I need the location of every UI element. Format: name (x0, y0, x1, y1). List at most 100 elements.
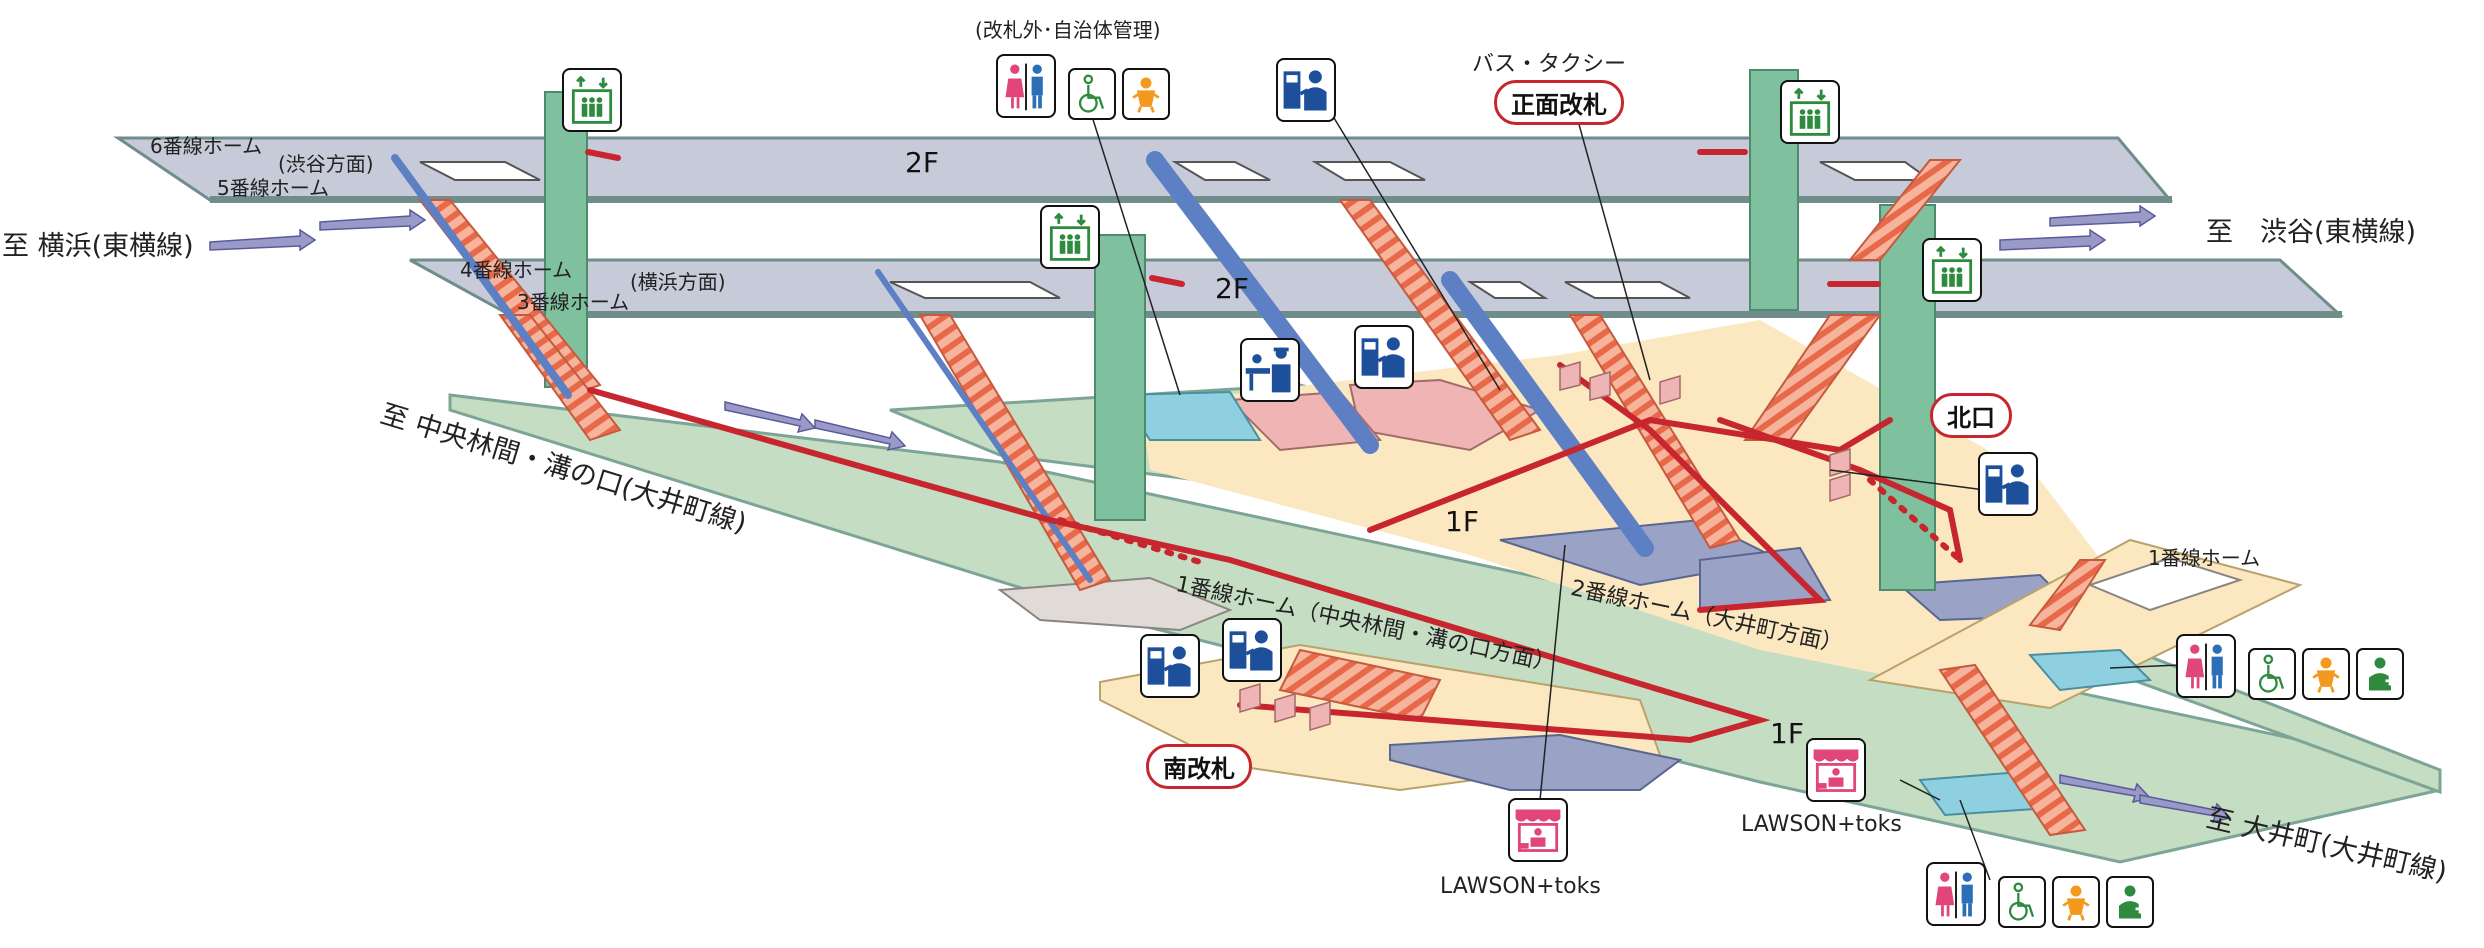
void-3 (1311, 161, 1426, 181)
ground-platform-band (448, 393, 2442, 864)
upper-floor (113, 136, 2344, 318)
gate-marker-8 (1309, 700, 1331, 732)
gate-marker-7 (1274, 692, 1296, 724)
ground-floor (448, 320, 2442, 864)
stair-9 (2028, 559, 2107, 632)
ticket-machine-icon (1222, 618, 1282, 682)
gate-marker-2 (1589, 370, 1611, 401)
gate-marker-1 (1559, 360, 1581, 391)
toilet-icon (2176, 634, 2236, 698)
route-south (587, 387, 1771, 744)
ticket-machine-icon (1276, 58, 1336, 122)
leader-toilet-east (2109, 664, 2181, 669)
blue-area-b (2027, 648, 2153, 692)
elevator-icon (562, 68, 622, 132)
floor-label-1f: 1F (1445, 505, 1479, 538)
floor-label-2f-upper: 2F (905, 146, 939, 179)
leader-2f-ticket (1319, 94, 1501, 391)
accessible-toilet-icon (1068, 68, 1116, 120)
direction-arrows (209, 204, 2232, 824)
route-arrow-2f-a (585, 149, 621, 161)
shop-icon (1806, 738, 1866, 802)
elevator-icon (1780, 80, 1840, 144)
accessible-toilet-icon (2248, 648, 2296, 700)
platform-1-east-label: 1番線ホーム (2148, 546, 2261, 570)
void-6 (1466, 281, 1549, 299)
platform-3-label: 3番線ホーム (517, 290, 630, 314)
south-block (1389, 733, 1683, 791)
arrow-shibuya-2 (1999, 228, 2107, 252)
leader-north-ticket (1829, 469, 1986, 491)
toilet-icon (1926, 862, 1986, 926)
platform-shelter-c (1699, 546, 1832, 612)
elevator-icon (1040, 205, 1100, 269)
direction-shibuya-label: (渋谷方面) (278, 152, 374, 176)
toilet-icon (996, 54, 1056, 118)
arrow-chuo-2 (814, 419, 907, 452)
platform-6-label: 6番線ホーム (150, 134, 263, 158)
gate-marker-6 (1239, 682, 1261, 714)
gate-marker-5 (1829, 472, 1851, 503)
transfer-routes (585, 149, 1963, 744)
route-central (1367, 416, 1893, 533)
destination-yokohama: 至 横浜(東横線) (2, 231, 194, 262)
baby-room-icon (2302, 648, 2350, 700)
shop-icon (1508, 798, 1568, 862)
shaft-2 (1094, 234, 1146, 521)
main-gate-label: 正面改札 (1494, 80, 1624, 125)
floor-label-1f-south: 1F (1770, 717, 1804, 750)
leader-lawson-a (1539, 544, 1566, 801)
gate-marker-4 (1829, 447, 1851, 478)
first-aid-icon (2356, 648, 2404, 700)
lawson-shop-b-label: LAWSON+toks (1741, 812, 1902, 837)
stair-7 (1847, 159, 1963, 261)
elevator-icon (1922, 238, 1982, 302)
baby-room-icon (1122, 68, 1170, 120)
route-dotted-2 (1867, 477, 1963, 563)
arrow-yokohama-1 (209, 228, 317, 252)
escalator-1 (391, 154, 572, 399)
arrow-oimachi-2 (2139, 794, 2232, 824)
void-7 (1564, 281, 1691, 299)
void-2 (1171, 161, 1271, 181)
escalators (391, 151, 1654, 583)
stair-4 (1338, 199, 1542, 442)
void-5 (889, 281, 1061, 299)
route-arrow-2f-b (1149, 275, 1185, 287)
platform-shelter-a (997, 576, 1233, 632)
leader-lines (1089, 94, 2181, 881)
south-gate-label: 南改札 (1146, 744, 1252, 789)
platform-4-label: 4番線ホーム (460, 258, 573, 282)
route-dotted-1 (1057, 517, 1203, 565)
gate-marker-3 (1659, 374, 1681, 406)
arrow-yokohama-2 (319, 208, 427, 232)
gate-markers (1239, 360, 1851, 732)
ticket-machine-icon (1354, 325, 1414, 389)
direction-yokohama-label: (横浜方面) (630, 270, 726, 294)
platform-5-label: 5番線ホーム (217, 176, 330, 200)
leader-bus (1574, 109, 1651, 381)
ticket-machine-icon (1140, 634, 1200, 698)
leader-lawson-b (1899, 779, 1941, 801)
north-exit-label: 北口 (1930, 393, 2012, 438)
outside-gate-note: (改札外･自治体管理) (975, 18, 1161, 42)
platform-1-east-hole (2087, 556, 2244, 612)
stair-8 (1938, 663, 2087, 837)
first-aid-icon (2106, 876, 2154, 928)
lawson-shop-a-label: LAWSON+toks (1440, 874, 1601, 899)
route-east (1717, 417, 1963, 563)
baby-room-icon (2052, 876, 2100, 928)
leader-outside-gate (1089, 109, 1181, 396)
escalator-3 (1441, 271, 1654, 557)
ticket-machine-icon (1978, 452, 2038, 516)
escalator-2 (1146, 151, 1379, 454)
arrow-chuo-1 (724, 401, 817, 434)
floor-label-2f-lower: 2F (1215, 272, 1249, 305)
bus-taxi-note: バス・タクシー (1472, 52, 1627, 77)
escalator-4 (875, 269, 1093, 583)
station-staff-icon (1240, 338, 1300, 402)
arrow-shibuya-1 (2049, 204, 2157, 228)
route-north (1557, 362, 1827, 613)
destination-shibuya: 至 渋谷(東横線) (2206, 217, 2417, 248)
